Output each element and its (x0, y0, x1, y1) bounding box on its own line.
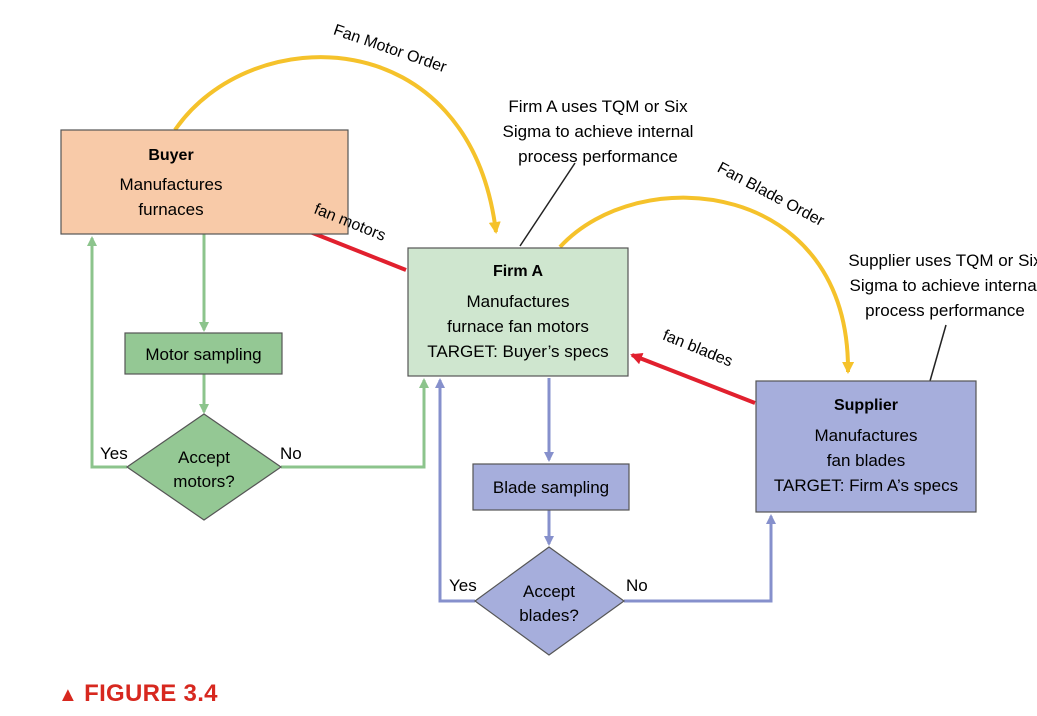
fan-motor-order-arrow (173, 55, 501, 234)
fan-blades-shipment-arrow (630, 353, 756, 405)
firm-a-box: Firm A Manufactures furnace fan motors T… (407, 247, 629, 377)
accept-motors-no-to-firm-arrow (281, 378, 429, 469)
accept-motors-decision: Accept motors? (125, 413, 283, 521)
motor-sampling-box: Motor sampling (124, 332, 283, 375)
supplier-note-line1: Supplier uses TQM or Six (848, 251, 1037, 270)
firm-a-title: Firm A (493, 263, 544, 280)
supplier-flow-lines (435, 378, 776, 603)
accept-blades-no-to-supplier-arrow (624, 514, 776, 603)
accept-blades-yes-to-firm-arrow (435, 378, 475, 603)
buyer-line2: furnaces (138, 200, 203, 219)
supplier-line3: TARGET: Firm A’s specs (774, 476, 958, 495)
buyer-line1: Manufactures (120, 175, 223, 194)
blade-sampling-box: Blade sampling (472, 463, 630, 511)
firm-a-line3: TARGET: Buyer’s specs (427, 342, 608, 361)
fan-motor-order-label: Fan Motor Order (331, 22, 449, 77)
fan-blade-order-arrow (558, 195, 855, 374)
accept-blades-line1: Accept (523, 582, 575, 601)
fan-blades-label: fan blades (660, 327, 735, 370)
caption-text: FIGURE 3.4 (84, 680, 218, 707)
supplier-line1: Manufactures (815, 426, 918, 445)
buyer-flow-lines (87, 234, 429, 469)
supplier-note-line2: Sigma to achieve internal (850, 276, 1037, 295)
supplier-tqm-note: Supplier uses TQM or Six Sigma to achiev… (848, 251, 1037, 320)
no-motors-label: No (280, 444, 302, 463)
firm-note-line1: Firm A uses TQM or Six (508, 97, 688, 116)
supplier-title: Supplier (834, 397, 898, 414)
buyer-title: Buyer (148, 147, 193, 164)
accept-motors-line1: Accept (178, 448, 230, 467)
figure-caption: ▲FIGURE 3.4 (58, 680, 218, 708)
supplier-note-pointer-line (929, 324, 947, 382)
blade-sampling-label: Blade sampling (493, 478, 609, 497)
caption-triangle-icon: ▲ (58, 684, 79, 706)
firm-a-line2: furnace fan motors (447, 317, 589, 336)
yes-blades-label: Yes (449, 576, 477, 595)
accept-motors-line2: motors? (173, 472, 234, 491)
supplier-line2: fan blades (827, 451, 905, 470)
supplier-note-line3: process performance (865, 301, 1025, 320)
firm-note-line2: Sigma to achieve internal (503, 122, 694, 141)
accept-motors-yes-to-buyer-arrow (87, 236, 127, 469)
motor-sampling-label: Motor sampling (145, 345, 261, 364)
firm-tqm-note: Firm A uses TQM or Six Sigma to achieve … (503, 97, 694, 166)
firm-note-line3: process performance (518, 147, 678, 166)
accept-blades-decision: Accept blades? (473, 546, 626, 656)
firm-note-pointer-line (519, 162, 576, 247)
buyer-box: Buyer Manufactures furnaces (60, 129, 349, 235)
yes-motors-label: Yes (100, 444, 128, 463)
supplier-box: Supplier Manufactures fan blades TARGET:… (755, 380, 977, 513)
no-blades-label: No (626, 576, 648, 595)
firm-a-line1: Manufactures (467, 292, 570, 311)
accept-blades-line2: blades? (519, 606, 579, 625)
